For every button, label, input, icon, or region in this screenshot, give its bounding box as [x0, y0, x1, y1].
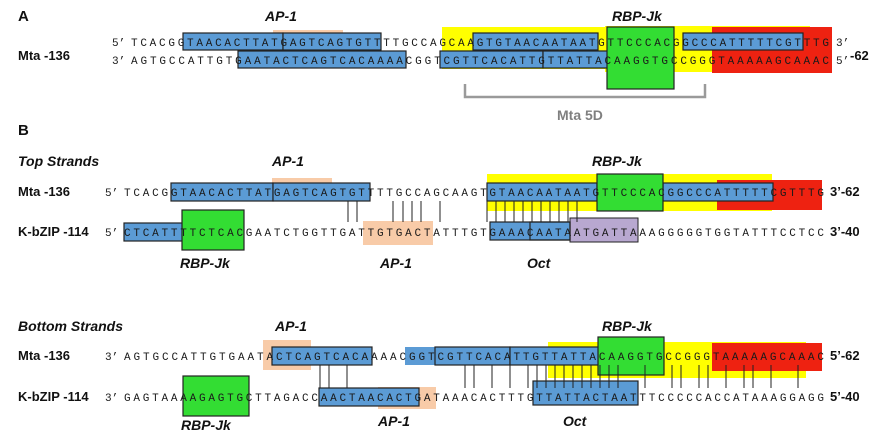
top-strands-title: Top Strands: [18, 153, 99, 169]
top-kb-prime-left: 5’: [105, 228, 118, 240]
panel-a-right-number: -62: [850, 48, 869, 63]
top-rbpjk-upper-box: [596, 173, 664, 212]
bottom-kb-right: 5’-40: [830, 389, 860, 404]
panel-a-top-prime-left: 5’: [112, 38, 125, 50]
top-mta-prime-left: 5’: [105, 188, 118, 200]
bottom-oct-lower-label: Oct: [563, 413, 588, 429]
top-rbpjk-lower-box: [181, 209, 245, 251]
panel-a-rbpjk-label: RBP-Jk: [612, 8, 663, 24]
bottom-ap1-lower-label: AP-1: [377, 413, 410, 429]
bottom-kb-prime-left: 3’: [105, 393, 118, 405]
top-orange-highlight-lower: [363, 221, 433, 245]
bottom-kb-sequence: GAGTAAAAGAGTGCTTAGACCAACTAACACTGATAAACAC…: [124, 393, 824, 405]
bottom-homology-lines: [319, 365, 799, 388]
panel-a-box-4: [472, 32, 599, 51]
top-mta-box-2: [272, 182, 371, 202]
bottom-strands-title: Bottom Strands: [18, 318, 123, 334]
bottom-mta-box-1: [271, 346, 373, 366]
panel-a-top-prime-right: 3’: [836, 38, 849, 50]
top-oct-purple-box: [569, 217, 639, 243]
panel-a-mta5d-label: Mta 5D: [557, 107, 603, 123]
bottom-ap1-upper-label: AP-1: [274, 318, 307, 334]
top-oct-lower-label: Oct: [527, 255, 552, 271]
panel-a-box-7: [682, 32, 804, 51]
top-mta-sequence: TCACGGTAACACTTATGAGTCAGTGTTTTGCCAGCAAGTG…: [124, 188, 824, 200]
panel-a-top-sequence: TCACGGTAACACTTATGAGTCAGTGTTTTGCCAGCAAGTG…: [131, 38, 829, 50]
bottom-mta-prime-left: 3’: [105, 352, 118, 364]
bottom-mta-box-2: [405, 347, 435, 365]
top-homology-lines: [347, 201, 578, 222]
top-ap1-upper-label: AP-1: [271, 153, 304, 169]
top-kb-sequence: CTCATTTTCTCACGAATCTGGTTGATTGTGACTATTTGTG…: [124, 228, 824, 240]
panel-a-bottom-prime-right: 5’: [836, 56, 849, 68]
bottom-rbpjk-lower-label: RBP-Jk: [181, 417, 232, 433]
panel-a-ap1-label: AP-1: [264, 8, 297, 24]
top-rbpjk-upper-label: RBP-Jk: [592, 153, 643, 169]
panel-a-box-2: [282, 32, 382, 51]
bottom-mta-right: 5’-62: [830, 348, 860, 363]
top-ap1-lower-label: AP-1: [379, 255, 412, 271]
panel-a-mta5d-bracket: [463, 84, 707, 99]
bottom-red-highlight: [712, 343, 822, 371]
panel-a-rbpjk-box: [606, 26, 675, 90]
bottom-oct-box: [532, 380, 639, 406]
bottom-kb-box-1: [318, 387, 420, 407]
top-mta-right: 3’-62: [830, 184, 860, 199]
panel-a-box-3: [237, 50, 407, 69]
panel-b-label: B: [18, 122, 29, 139]
panel-a-mta-label: Mta -136: [18, 48, 70, 63]
top-rbpjk-lower-label: RBP-Jk: [180, 255, 231, 271]
top-kb-label: K-bZIP -114: [18, 224, 89, 239]
panel-a-label: A: [18, 8, 29, 25]
top-mta-label: Mta -136: [18, 184, 70, 199]
bottom-rbpjk-lower-box: [182, 375, 250, 417]
bottom-kb-label: K-bZIP -114: [18, 389, 89, 404]
top-kb-right: 3’-40: [830, 224, 860, 239]
bottom-rbpjk-upper-label: RBP-Jk: [602, 318, 653, 334]
bottom-mta-label: Mta -136: [18, 348, 70, 363]
panel-a-bottom-prime-left: 3’: [112, 56, 125, 68]
